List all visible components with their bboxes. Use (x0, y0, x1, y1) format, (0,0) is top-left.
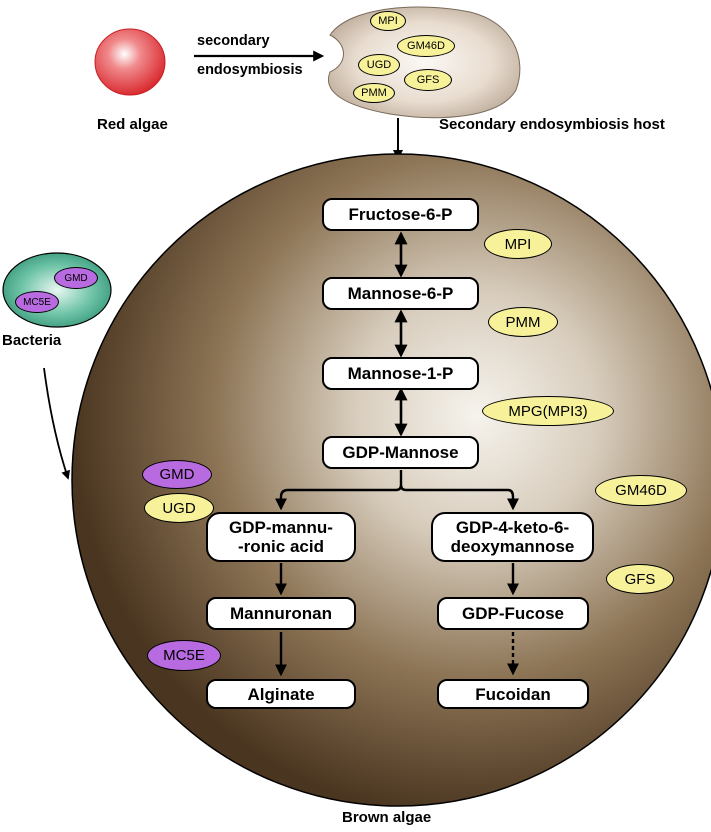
host-label: Secondary endosymbiosis host (439, 116, 665, 133)
node-gdp-fucose: GDP-Fucose (437, 597, 589, 630)
node-gdp-mannose: GDP-Mannose (322, 436, 479, 469)
node-gdp-keto-line1: GDP-4-keto-6- (455, 518, 570, 537)
node-mannuronan: Mannuronan (206, 597, 356, 630)
node-alginate: Alginate (206, 679, 356, 709)
node-gdp-keto-line2: deoxymannose (450, 537, 575, 556)
host-cell (328, 6, 521, 119)
enzyme-mc5e: MC5E (147, 640, 221, 671)
enzyme-mpg-mpi3: MPG(MPI3) (482, 396, 614, 426)
host-enzyme-gm46d: GM46D (397, 35, 455, 57)
node-gdp-mannuronic-line1: GDP-mannu- (229, 518, 333, 537)
node-mannose-6-p: Mannose-6-P (322, 277, 479, 310)
host-enzyme-gfs: GFS (404, 69, 452, 91)
host-enzyme-ugd: UGD (358, 54, 400, 76)
node-fucoidan: Fucoidan (437, 679, 589, 709)
node-gdp-mannuronic-acid: GDP-mannu- -ronic acid (206, 512, 356, 562)
node-fructose-6-p: Fructose-6-P (322, 198, 479, 231)
enzyme-gfs: GFS (606, 564, 674, 594)
bacteria-cell (2, 252, 112, 328)
host-enzyme-pmm: PMM (353, 83, 395, 103)
bacteria-arrow (43, 367, 70, 480)
arrow-branch-right (399, 484, 519, 511)
bacteria-label: Bacteria (2, 332, 62, 349)
node-gdp-4-keto-6-deoxymannose: GDP-4-keto-6- deoxymannose (431, 512, 594, 562)
bacteria-enzyme-mc5e: MC5E (15, 291, 59, 313)
enzyme-gm46d: GM46D (595, 475, 687, 506)
red-algae-cell (94, 28, 166, 96)
enzyme-mpi: MPI (484, 229, 552, 259)
arrow-label-endosymbiosis: endosymbiosis (197, 62, 303, 78)
enzyme-gmd: GMD (142, 460, 212, 489)
arrow-label-secondary: secondary (197, 33, 270, 49)
node-gdp-mannuronic-line2: -ronic acid (238, 537, 324, 556)
enzyme-ugd: UGD (144, 493, 214, 523)
brown-algae-label: Brown algae (342, 809, 432, 826)
node-mannose-1-p: Mannose-1-P (322, 357, 479, 390)
red-algae-label: Red algae (97, 116, 168, 133)
host-enzyme-mpi: MPI (370, 11, 406, 31)
bacteria-enzyme-gmd: GMD (54, 267, 98, 289)
enzyme-pmm: PMM (488, 307, 558, 337)
